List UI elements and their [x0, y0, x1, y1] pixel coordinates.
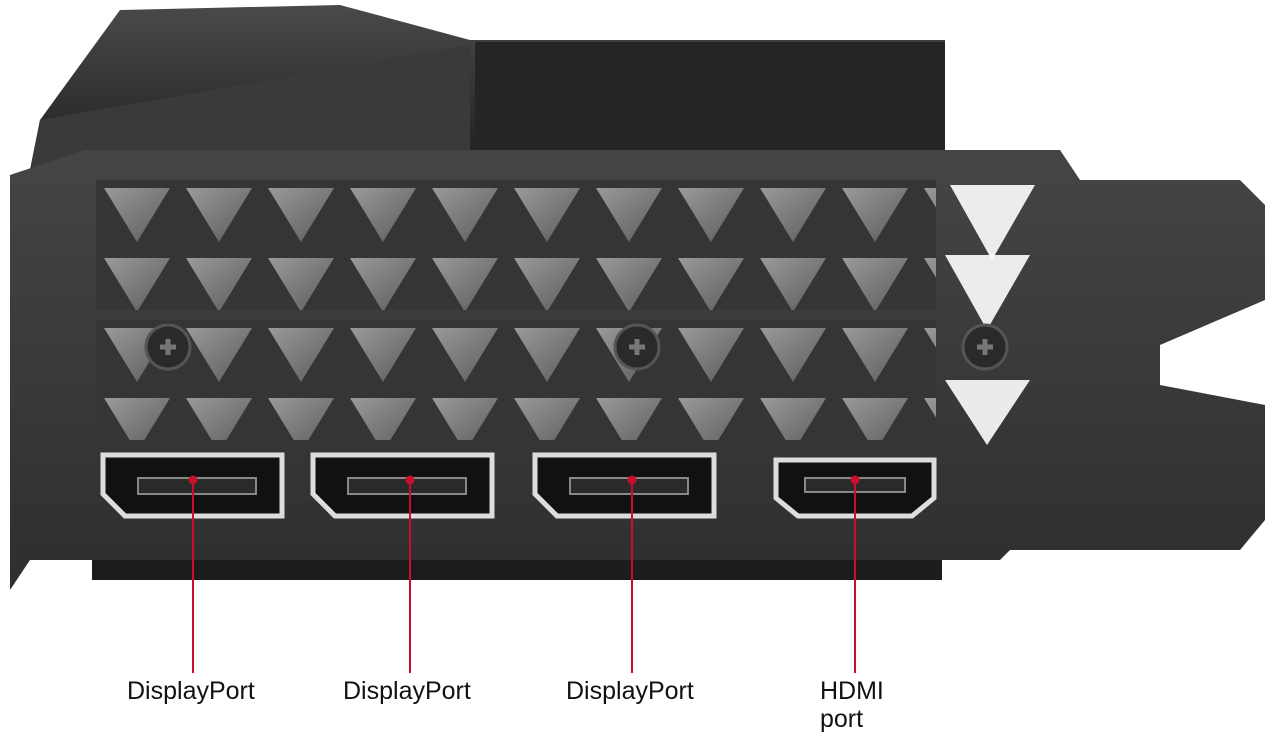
vent-grid-upper: [96, 180, 936, 310]
screw-head: [613, 323, 661, 371]
callout-label-hdmi-port: HDMI port: [820, 677, 884, 733]
leader-dot: [627, 475, 637, 485]
callout-label-displayport-3: DisplayPort: [566, 677, 694, 705]
io-bracket: [10, 150, 1265, 590]
callout-label-displayport-1: DisplayPort: [127, 677, 255, 705]
screw-head: [144, 323, 192, 371]
callout-label-displayport-2: DisplayPort: [343, 677, 471, 705]
screw-head: [961, 323, 1009, 371]
leader-dot: [850, 475, 860, 485]
leader-dot: [188, 475, 198, 485]
displayport-connector: [532, 452, 717, 519]
cooler-shroud: [30, 5, 945, 580]
callout-leader-lines: [188, 475, 860, 673]
displayport-connector: [310, 452, 495, 519]
leader-dot: [405, 475, 415, 485]
vent-grid-lower: [96, 320, 936, 440]
displayport-connector: [100, 452, 285, 519]
